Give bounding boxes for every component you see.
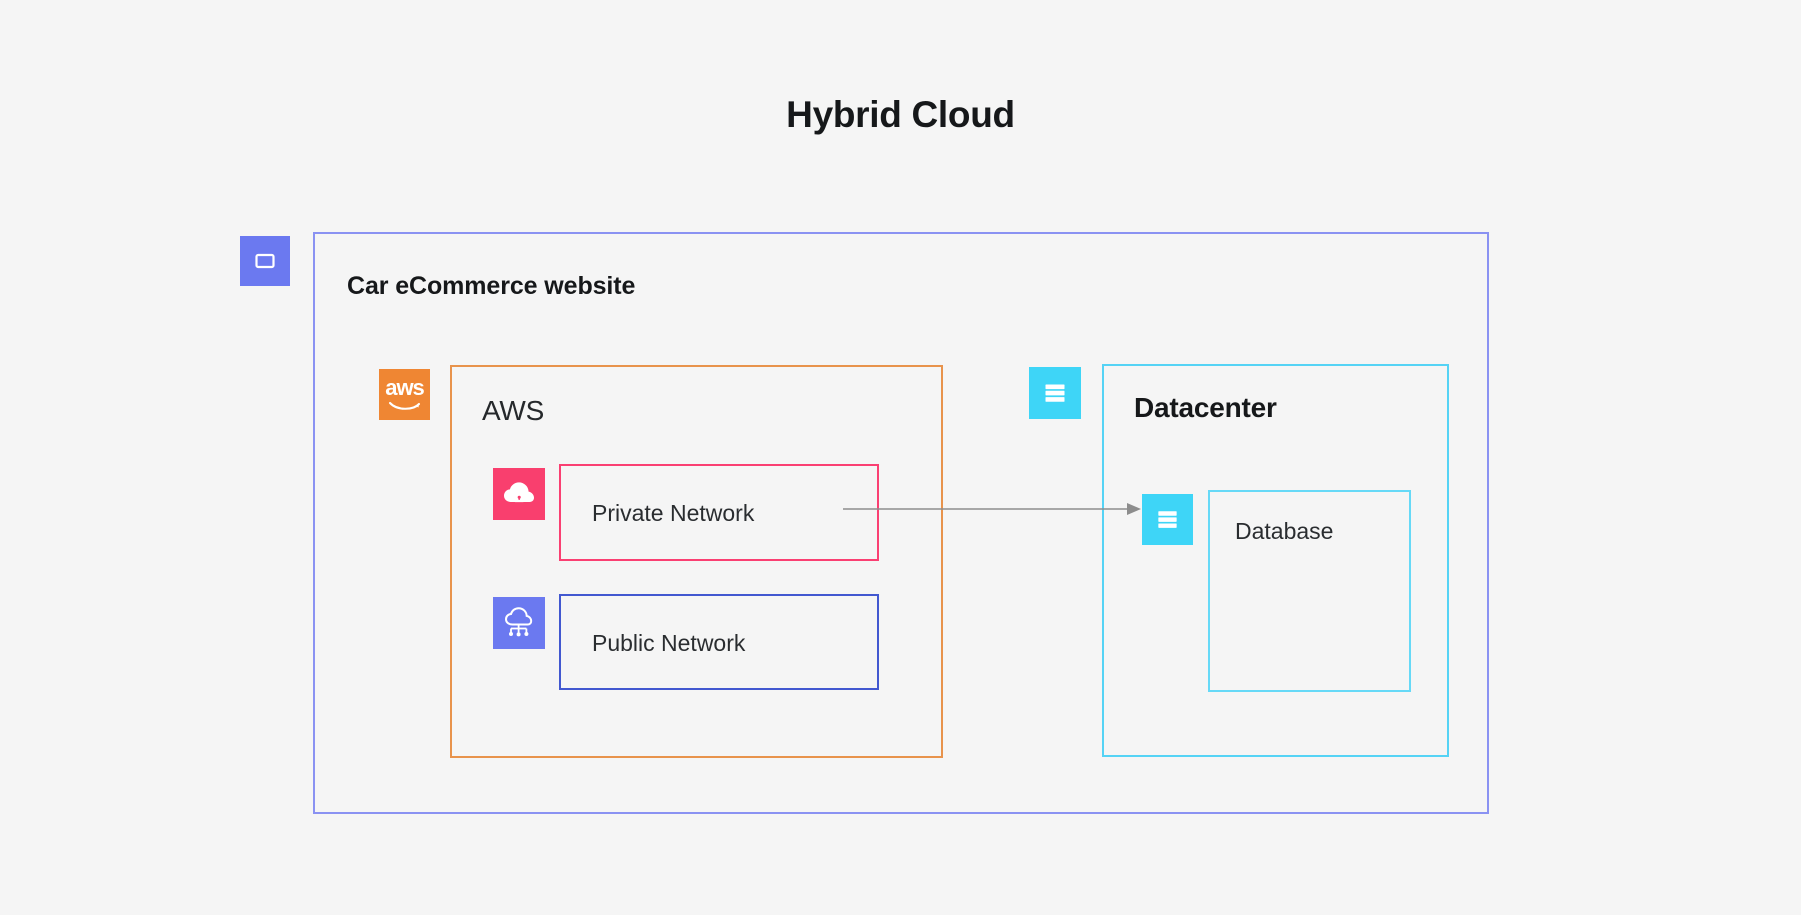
- server-rack-icon-database: [1142, 494, 1193, 545]
- cloud-lock-icon: [493, 468, 545, 520]
- cloud-network-icon: [493, 597, 545, 649]
- node-public-network[interactable]: Public Network: [559, 594, 879, 690]
- container-datacenter[interactable]: Datacenter: [1102, 364, 1449, 757]
- node-label-public-network: Public Network: [592, 630, 746, 656]
- node-private-network[interactable]: Private Network: [559, 464, 879, 561]
- node-label-database: Database: [1235, 518, 1334, 544]
- window-icon: [240, 236, 290, 286]
- page-title: Hybrid Cloud: [786, 94, 1015, 135]
- container-car-ecommerce-website[interactable]: Car eCommerce website: [313, 232, 1489, 814]
- container-aws[interactable]: AWS: [450, 365, 943, 758]
- node-label-private-network: Private Network: [592, 500, 755, 526]
- aws-wordmark: aws: [385, 374, 425, 400]
- node-database[interactable]: Database: [1208, 490, 1411, 692]
- container-label-car-ecommerce-website: Car eCommerce website: [347, 272, 636, 300]
- aws-logo-icon: aws: [379, 369, 430, 420]
- container-label-aws: AWS: [482, 395, 545, 426]
- server-rack-icon: [1029, 367, 1081, 419]
- container-label-datacenter: Datacenter: [1134, 392, 1277, 423]
